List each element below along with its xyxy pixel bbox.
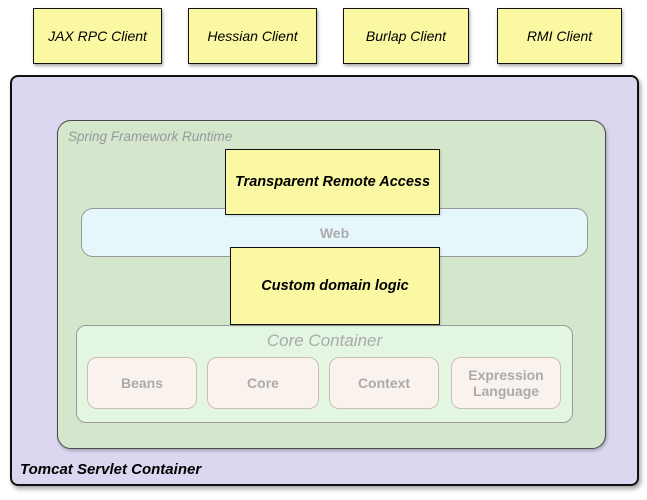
client-box-burlap: Burlap Client xyxy=(343,8,469,64)
tomcat-servlet-container: Spring Framework Runtime Web Transparent… xyxy=(10,75,639,486)
core-container: Core Container Beans Core Context Expres… xyxy=(76,325,573,423)
transparent-remote-access-box: Transparent Remote Access xyxy=(225,149,440,215)
spring-framework-runtime: Spring Framework Runtime Web Transparent… xyxy=(57,120,606,449)
web-layer-label: Web xyxy=(319,224,350,241)
tomcat-container-label: Tomcat Servlet Container xyxy=(20,461,202,478)
runtime-label: Spring Framework Runtime xyxy=(68,129,233,144)
module-core: Core xyxy=(207,357,319,409)
client-box-rmi: RMI Client xyxy=(497,8,622,64)
client-box-jax-rpc: JAX RPC Client xyxy=(33,8,162,64)
module-context: Context xyxy=(329,357,439,409)
core-container-label: Core Container xyxy=(266,331,383,350)
module-beans: Beans xyxy=(87,357,197,409)
client-box-hessian: Hessian Client xyxy=(188,8,317,64)
module-expression-language: Expression Language xyxy=(451,357,561,409)
custom-domain-logic-box: Custom domain logic xyxy=(230,247,440,325)
